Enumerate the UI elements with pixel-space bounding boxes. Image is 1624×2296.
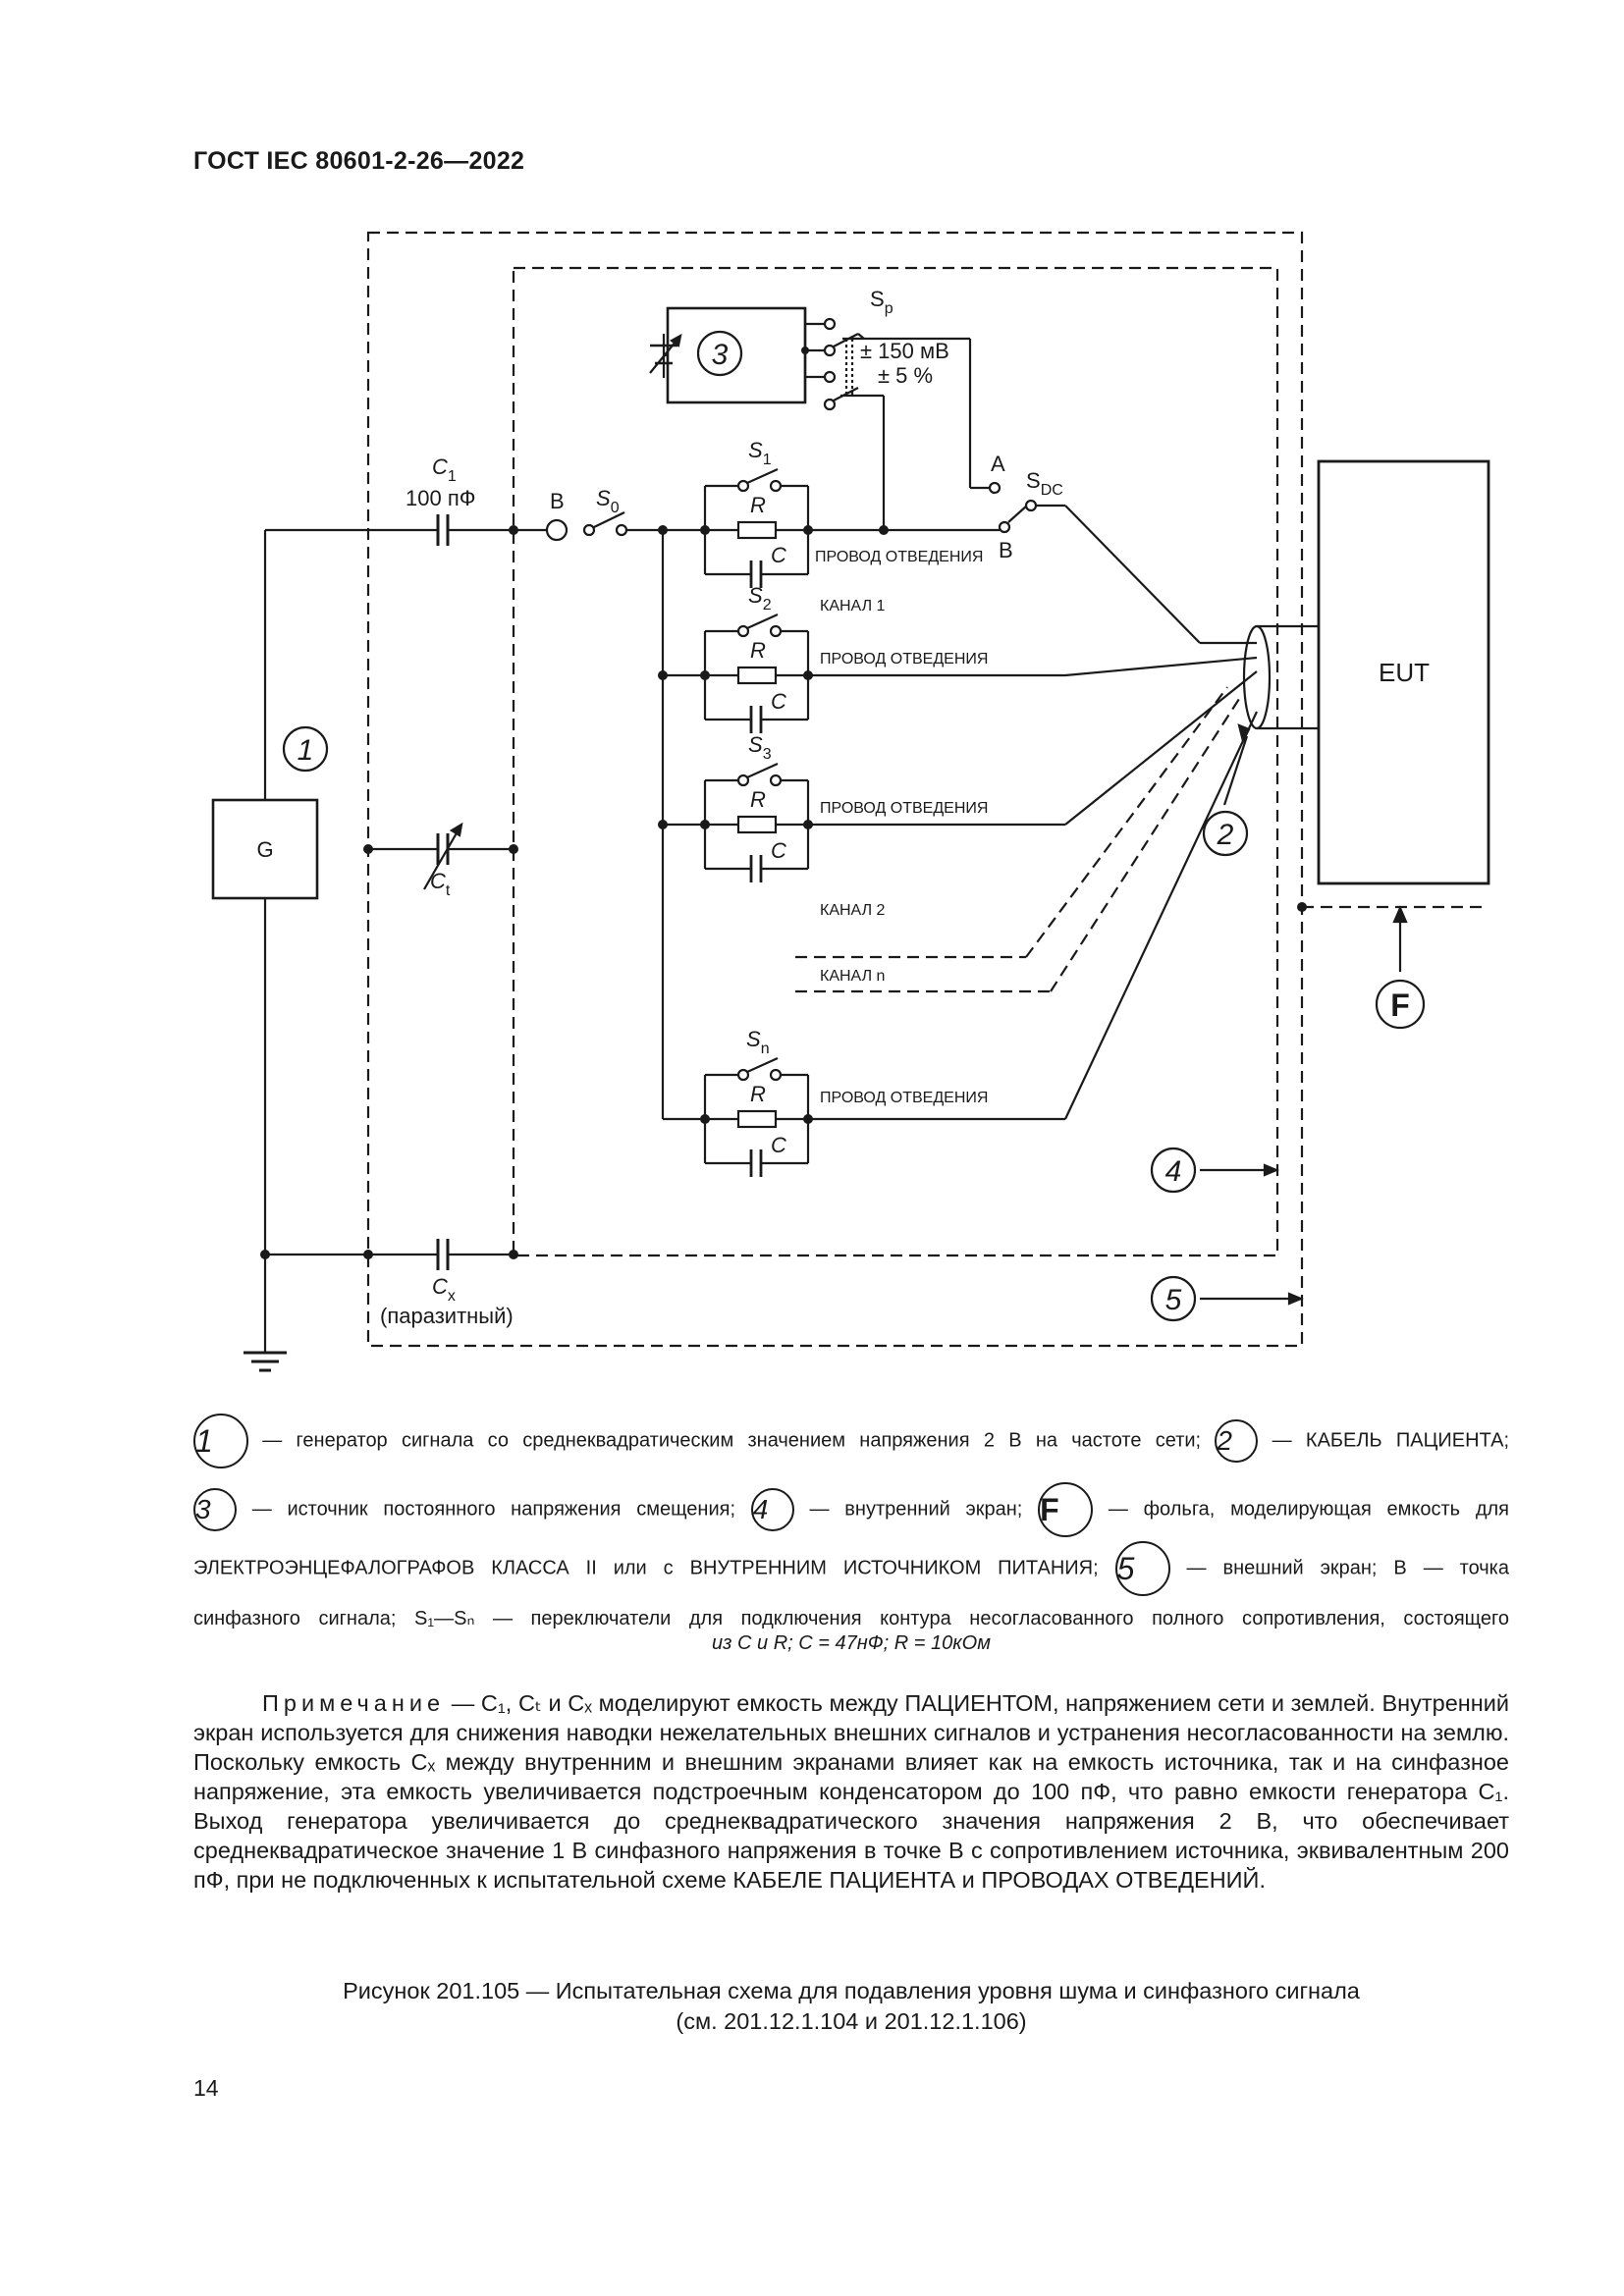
lead-2-label: ПРОВОД ОТВЕДЕНИЯ [820, 651, 988, 667]
document-header: ГОСТ IEC 80601-2-26—2022 [193, 147, 525, 175]
legend-row-1: 1 — генератор сигнала со среднеквадратич… [193, 1414, 1509, 1468]
c1-label: C1 [432, 454, 457, 485]
c-s3-label: C [771, 838, 786, 863]
c-s2-label: C [771, 689, 786, 714]
page-number: 14 [193, 2075, 219, 2101]
eut-label: EUT [1379, 658, 1430, 687]
legend-text-2: — КАБЕЛЬ ПАЦИЕНТА; [1272, 1429, 1510, 1452]
legend-marker-3: 3 [193, 1488, 237, 1531]
legend-row-4: синфазного сигнала; S₁—Sₙ — переключател… [193, 1606, 1509, 1655]
lead-1-label: ПРОВОД ОТВЕДЕНИЯ [815, 549, 983, 565]
eut-box [1317, 459, 1490, 885]
circuit-diagram: 1 2 3 4 5 F C1 100 пФ B S0 Sp ± 150 мВ ±… [211, 231, 1490, 1372]
bias-tolerance-label: ± 5 % [878, 363, 933, 388]
r1-label: R [750, 493, 766, 517]
r2-label: R [750, 638, 766, 663]
lead-3-label: ПРОВОД ОТВЕДЕНИЯ [820, 800, 988, 817]
bias-voltage-label: ± 150 мВ [860, 339, 949, 363]
legend-row-3: ЭЛЕКТРОЭНЦЕФАЛОГРАФОВ КЛАССА II или с ВН… [193, 1541, 1509, 1596]
legend-text-1: — генератор сигнала со среднеквадратичес… [262, 1429, 1202, 1452]
channel-1-label: КАНАЛ 1 [820, 598, 886, 614]
generator-box [211, 798, 319, 900]
marker-4-label: 4 [1165, 1155, 1182, 1188]
ct-label: Ct [430, 869, 451, 899]
note-paragraph: Примечание — C₁, Cₜ и Cₓ моделируют емко… [193, 1688, 1509, 1895]
marker-1-label: 1 [298, 734, 314, 767]
caption-line-1: Рисунок 201.105 — Испытательная схема дл… [343, 1978, 1360, 2003]
legend-row-2: 3 — источник постоянного напряжения смещ… [193, 1482, 1509, 1537]
note-text: — C₁, Cₜ и Cₓ моделируют емкость между П… [193, 1690, 1509, 1893]
legend-text-f-continued: ЭЛЕКТРОЭНЦЕФАЛОГРАФОВ КЛАССА II или с ВН… [193, 1557, 1099, 1579]
r3-label: R [750, 787, 766, 812]
point-a-label: A [991, 452, 1005, 476]
marker-4 [1150, 1147, 1197, 1194]
legend-text-3: — источник постоянного напряжения смещен… [251, 1498, 736, 1521]
marker-2-label: 2 [1217, 819, 1234, 851]
marker-f-label: F [1390, 988, 1410, 1023]
c-sn-label: C [771, 1133, 786, 1157]
marker-5 [1150, 1275, 1197, 1322]
legend-marker-2: 2 [1215, 1419, 1259, 1463]
cx-label: Cx [432, 1274, 456, 1305]
marker-5-label: 5 [1165, 1284, 1182, 1316]
channel-2-label: КАНАЛ 2 [820, 902, 886, 919]
caption-line-2: (см. 201.12.1.104 и 201.12.1.106) [676, 2008, 1027, 2034]
sn-label: Sn [746, 1027, 770, 1057]
sp-label: Sp [870, 287, 893, 317]
marker-1 [282, 725, 329, 773]
cx-note: (паразитный) [380, 1304, 514, 1328]
outer-shield [366, 231, 1304, 1348]
s0-label: S0 [596, 486, 620, 516]
s3-label: S3 [748, 732, 772, 763]
channel-n-label: КАНАЛ n [820, 968, 885, 985]
note-lead: Примечание [262, 1690, 446, 1716]
legend-marker-4: 4 [750, 1488, 794, 1531]
marker-2 [1202, 810, 1249, 857]
legend-text-values: из C и R; C = 47нФ; R = 10кОм [712, 1632, 991, 1654]
marker-3-label: 3 [712, 339, 729, 371]
marker-f [1375, 979, 1426, 1030]
inner-shield [512, 266, 1279, 1257]
legend-marker-5: 5 [1114, 1541, 1170, 1596]
s2-label: S2 [748, 583, 772, 614]
legend-marker-1: 1 [193, 1414, 248, 1468]
s1-label: S1 [748, 438, 772, 468]
c-s1-label: C [771, 543, 786, 567]
generator-label: G [256, 837, 273, 862]
sdc-label: SDC [1026, 468, 1063, 499]
marker-3 [696, 330, 743, 377]
figure-caption: Рисунок 201.105 — Испытательная схема дл… [193, 1976, 1509, 2037]
point-b-label: B [550, 489, 565, 513]
legend-text-5: — внешний экран; В — точка [1186, 1557, 1509, 1579]
legend-text-f: — фольга, моделирующая емкость для [1108, 1498, 1510, 1521]
c1-value: 100 пФ [406, 486, 475, 510]
point-b2-label: B [999, 538, 1013, 562]
legend-marker-f: F [1038, 1482, 1094, 1537]
legend-text-4: — внутренний экран; [809, 1498, 1023, 1521]
lead-n-label: ПРОВОД ОТВЕДЕНИЯ [820, 1090, 988, 1106]
legend-text-switches: синфазного сигнала; S₁—Sₙ — переключател… [193, 1608, 1509, 1629]
rn-label: R [750, 1082, 766, 1106]
